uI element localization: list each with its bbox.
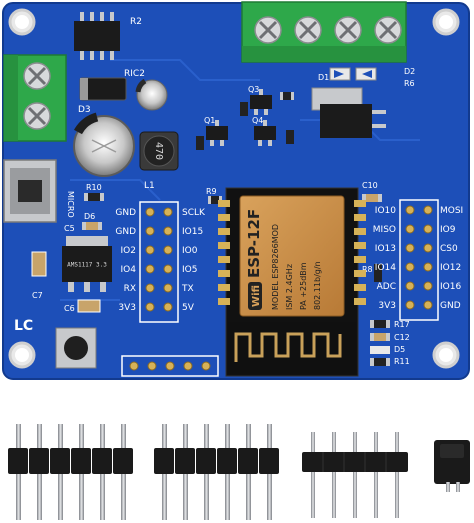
bottom-pin-footprint bbox=[121, 355, 219, 377]
regulator-text: AMS1117 3.3 bbox=[67, 262, 107, 269]
ref-r6: R6 bbox=[404, 79, 415, 88]
ref-c10: C10 bbox=[362, 181, 378, 190]
wifi-brand: Wifi bbox=[251, 285, 262, 307]
svg-text:TX: TX bbox=[181, 284, 194, 294]
ref-d6: D6 bbox=[84, 212, 95, 221]
right-header-labels-right: MOSI IO9 CS0 IO12 IO16 GND bbox=[440, 206, 463, 311]
ref-c7: C7 bbox=[32, 291, 43, 300]
svg-text:GND: GND bbox=[440, 301, 461, 311]
ref-l1: L1 bbox=[144, 181, 155, 191]
svg-text:3V3: 3V3 bbox=[118, 303, 136, 313]
mounting-hole-icon bbox=[432, 8, 460, 36]
ref-q3: Q3 bbox=[248, 85, 259, 94]
ref-d1: D1 bbox=[318, 73, 329, 82]
svg-text:IO0: IO0 bbox=[182, 246, 198, 256]
svg-text:MOSI: MOSI bbox=[440, 206, 463, 216]
svg-text:3V3: 3V3 bbox=[378, 301, 396, 311]
svg-text:IO5: IO5 bbox=[182, 265, 197, 275]
svg-text:IO9: IO9 bbox=[440, 225, 456, 235]
pin-header-5 bbox=[302, 432, 408, 518]
screw-terminal-2 bbox=[3, 54, 67, 142]
ref-q4: Q4 bbox=[252, 116, 263, 125]
right-header-labels-left: IO10 MISO IO13 IO14 ADC 3V3 bbox=[373, 206, 396, 311]
module-name: ESP-12F bbox=[245, 209, 263, 278]
svg-text:IO14: IO14 bbox=[375, 263, 396, 273]
ref-d2: D2 bbox=[404, 67, 415, 76]
diodes-d1-d2 bbox=[329, 67, 377, 81]
ref-r17: R17 bbox=[394, 320, 410, 329]
capacitor-small bbox=[135, 78, 168, 111]
transistors bbox=[206, 95, 276, 140]
svg-text:IO4: IO4 bbox=[121, 265, 137, 275]
reset-button[interactable] bbox=[55, 327, 97, 369]
brand-logo: LC bbox=[14, 318, 33, 334]
svg-text:IO12: IO12 bbox=[440, 263, 461, 273]
ref-r11: R11 bbox=[394, 357, 410, 366]
svg-text:GND: GND bbox=[115, 227, 136, 237]
mounting-hole-icon bbox=[8, 341, 36, 369]
ref-q1: Q1 bbox=[204, 116, 215, 125]
ref-r9: R9 bbox=[206, 187, 217, 196]
ref-ric2: RIC2 bbox=[124, 69, 145, 79]
esp12f-module bbox=[218, 187, 366, 377]
ams1117-regulator: AMS1117 3.3 bbox=[62, 236, 112, 292]
soic-chip bbox=[74, 12, 120, 60]
module-line-4: 802.11b/g/n bbox=[313, 261, 322, 310]
svg-text:IO15: IO15 bbox=[182, 227, 203, 237]
usb-label: MICRO bbox=[66, 191, 75, 218]
ref-c12: C12 bbox=[394, 333, 410, 342]
svg-text:RX: RX bbox=[124, 284, 136, 294]
module-line-1: MODEL ESP8266MOD bbox=[271, 224, 280, 310]
svg-text:GND: GND bbox=[115, 208, 136, 218]
svg-text:IO10: IO10 bbox=[375, 206, 396, 216]
capacitor-large bbox=[73, 112, 135, 177]
regulator-dpak bbox=[311, 87, 386, 138]
inductor-value: 470 bbox=[153, 142, 164, 160]
ref-r10: R10 bbox=[86, 183, 102, 192]
left-header-labels-right: SCLK IO15 IO0 IO5 TX 5V bbox=[181, 208, 206, 313]
ref-r8: R8 bbox=[362, 265, 373, 274]
micro-usb-port bbox=[3, 159, 57, 223]
ref-c6: C6 bbox=[64, 304, 75, 313]
svg-text:ADC: ADC bbox=[377, 282, 396, 292]
svg-text:5V: 5V bbox=[182, 303, 195, 313]
module-line-2: ISM 2.4GHz bbox=[285, 264, 294, 310]
svg-text:MISO: MISO bbox=[373, 225, 396, 235]
svg-text:IO2: IO2 bbox=[121, 246, 136, 256]
left-pin-header bbox=[139, 201, 179, 323]
ref-c5: C5 bbox=[64, 224, 75, 233]
screw-terminal-4 bbox=[241, 1, 407, 63]
svg-text:CS0: CS0 bbox=[440, 244, 458, 254]
jumper-cap bbox=[434, 440, 470, 492]
ref-d5: D5 bbox=[394, 345, 405, 354]
left-header-labels-left: GND GND IO2 IO4 RX 3V3 bbox=[115, 208, 136, 313]
ref-r2: R2 bbox=[130, 17, 142, 27]
mounting-hole-icon bbox=[8, 8, 36, 36]
ref-d3: D3 bbox=[78, 105, 91, 115]
right-pin-header bbox=[399, 199, 439, 321]
mounting-hole-icon bbox=[432, 341, 460, 369]
smd-passives bbox=[31, 92, 390, 366]
module-line-3: PA +25dBm bbox=[299, 262, 308, 310]
svg-text:IO16: IO16 bbox=[440, 282, 461, 292]
svg-text:IO13: IO13 bbox=[375, 244, 396, 254]
inductor: 470 bbox=[139, 131, 179, 171]
pin-header-6-b bbox=[154, 424, 279, 520]
svg-text:SCLK: SCLK bbox=[182, 208, 206, 218]
pin-header-6-a bbox=[8, 424, 133, 520]
